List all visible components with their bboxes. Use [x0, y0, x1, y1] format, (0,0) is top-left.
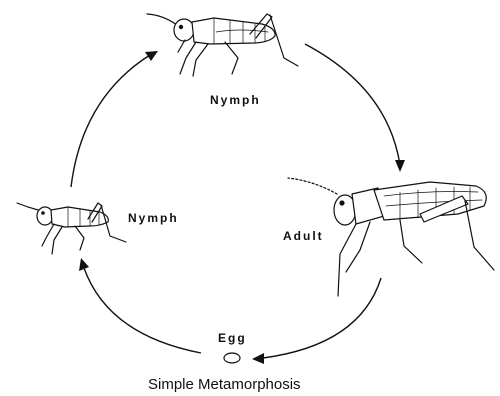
small-grasshopper-nymph-icon [17, 203, 126, 254]
nymph-left-label: Nymph [128, 211, 179, 225]
egg-icon [224, 353, 240, 363]
arrow-egg-to-nymph [84, 268, 201, 353]
nymph-top-label: Nymph [210, 93, 261, 107]
egg-label: Egg [218, 331, 247, 345]
arrow-nymph-to-adult [305, 44, 400, 165]
arrowhead-egg [252, 353, 264, 364]
arrow-adult-to-egg [263, 278, 381, 358]
arrowhead-adult [395, 160, 405, 172]
grasshopper-nymph-icon [147, 14, 298, 76]
adult-label: Adult [283, 229, 324, 243]
arrow-nymph-to-nymph [71, 55, 150, 187]
arrowhead-top-nymph [145, 51, 158, 61]
diagram-title: Simple Metamorphosis [148, 376, 301, 393]
